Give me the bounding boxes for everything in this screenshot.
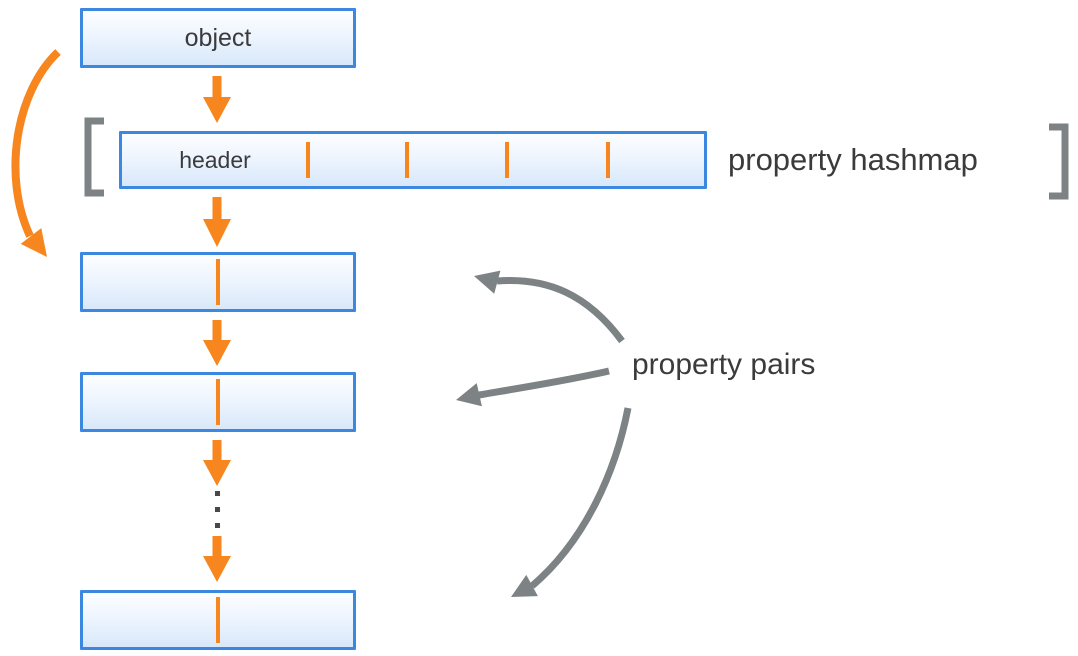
pair-divider (216, 259, 220, 305)
ellipsis-dot (215, 491, 220, 496)
pair-divider (216, 379, 220, 425)
gray-arrow-to-pair2 (456, 367, 610, 407)
property-pair-box (80, 372, 356, 432)
left-bracket (84, 117, 104, 197)
ellipsis-dot (215, 507, 220, 512)
hashmap-header-label: header (179, 146, 251, 173)
gray-arrow-to-pair1 (474, 270, 625, 344)
down-arrow-object-to-header (203, 76, 231, 123)
ellipsis (215, 491, 220, 528)
property-pair-box (80, 252, 356, 312)
right-bracket (1049, 123, 1069, 200)
slot-divider (306, 142, 311, 178)
curved-arrow-object-to-pairs (11, 49, 61, 257)
pair-divider (216, 597, 220, 643)
down-arrow-pair1-to-pair2 (203, 320, 231, 366)
ellipsis-dot (215, 523, 220, 528)
gray-arrow-to-pair3 (511, 407, 632, 597)
property-pair-box (80, 590, 356, 650)
slot-divider (504, 142, 509, 178)
down-arrow-pair2-to-ellipsis (203, 440, 231, 486)
hashmap-caption: property hashmap (728, 142, 978, 177)
slot-divider (605, 142, 610, 178)
pairs-caption: property pairs (632, 348, 816, 381)
object-box-label: object (184, 23, 252, 52)
object-box: object (80, 8, 356, 68)
down-arrow-header-to-pair1 (203, 197, 231, 247)
hashmap-header-box: header (119, 131, 707, 189)
slot-divider (405, 142, 410, 178)
down-arrow-ellipsis-to-pair3 (203, 536, 231, 582)
